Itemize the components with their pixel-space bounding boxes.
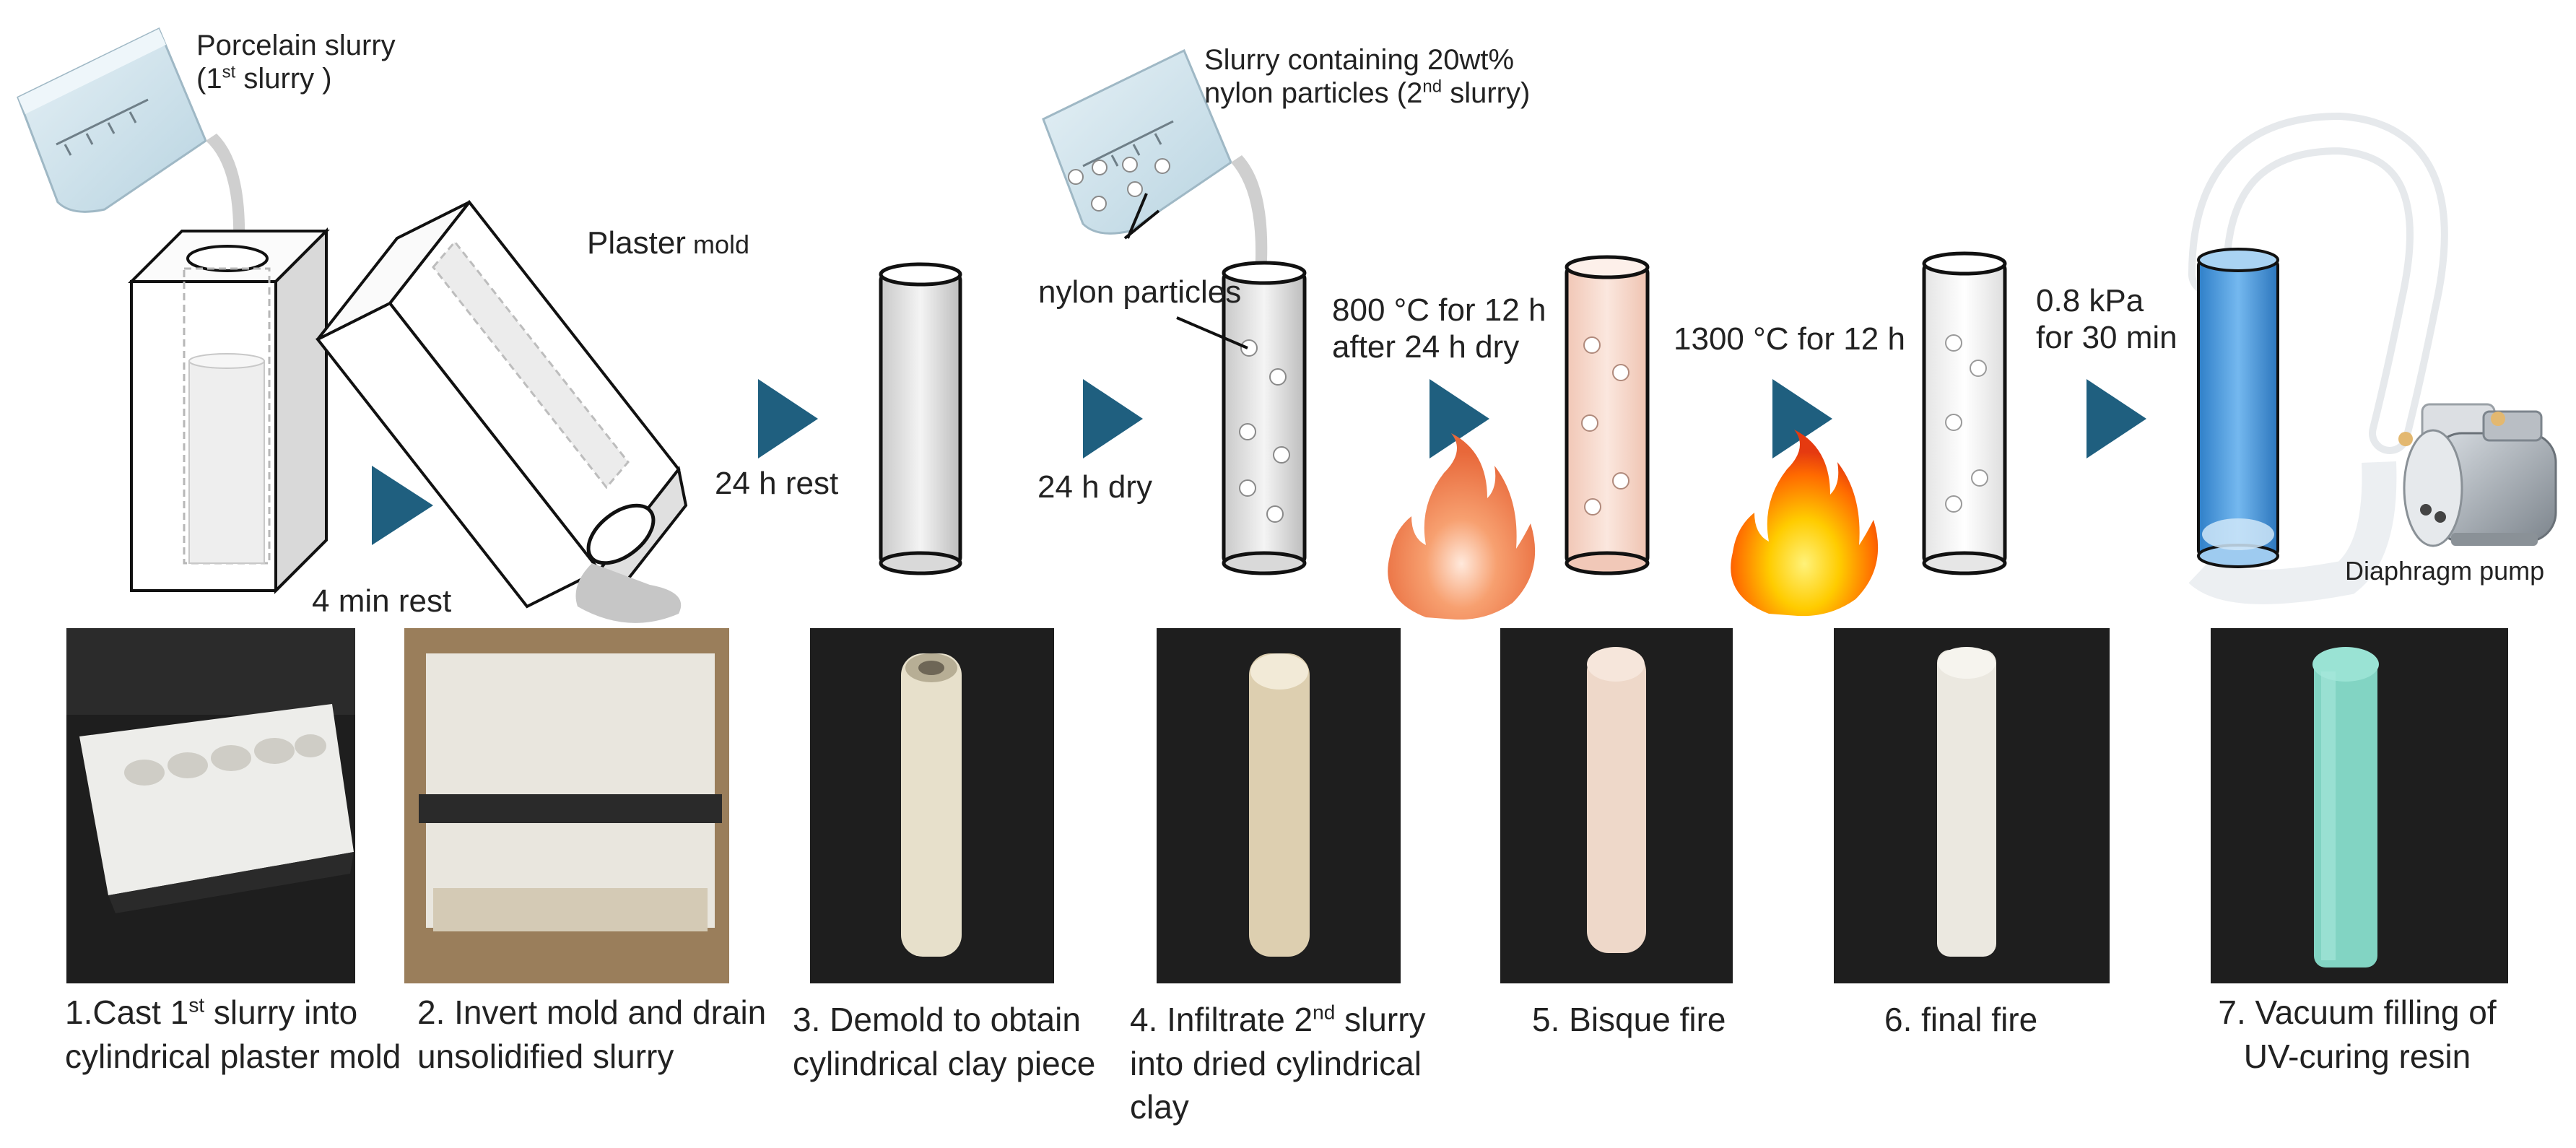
dry-24h-label: 24 h dry bbox=[1037, 469, 1152, 505]
slurry2-label: Slurry containing 20wt% nylon particles … bbox=[1204, 44, 1531, 109]
photo-7 bbox=[2211, 628, 2508, 983]
inverted-mold-icon bbox=[315, 199, 688, 623]
step-7-caption: 7. Vacuum filling of UV-curing resin bbox=[2218, 993, 2497, 1075]
clay-tube-icon bbox=[879, 262, 962, 575]
photo-5 bbox=[1500, 628, 1733, 983]
photo-6 bbox=[1834, 628, 2110, 983]
process-arrow-icon bbox=[372, 379, 2146, 545]
step-1-caption: 1.Cast 1st slurry into cylindrical plast… bbox=[65, 993, 401, 1075]
nylon-particles-label: nylon particles bbox=[1038, 274, 1242, 310]
infiltrated-tube-icon bbox=[1123, 193, 1307, 575]
photo-1 bbox=[66, 628, 355, 983]
rest-4min-label: 4 min rest bbox=[312, 583, 452, 619]
fired-tube-icon bbox=[1922, 251, 2007, 575]
diaphragm-pump-icon bbox=[2398, 403, 2557, 547]
final-fire-condition-label: 1300 °C for 12 h bbox=[1674, 321, 1905, 357]
slurry1-label: Porcelain slurry (1st slurry ) bbox=[196, 30, 396, 95]
bisque-condition-label: 800 °C for 12 h after 24 h dry bbox=[1332, 292, 1546, 365]
plaster-mold-icon bbox=[128, 227, 330, 594]
step-6-caption: 6. final fire bbox=[1884, 1001, 2038, 1038]
flame-icon-final bbox=[1731, 430, 1879, 617]
diaphragm-pump-label: Diaphragm pump bbox=[2345, 556, 2545, 586]
photo-4 bbox=[1157, 628, 1401, 983]
photo-2 bbox=[404, 628, 729, 983]
pouring-beaker-icon bbox=[17, 27, 245, 260]
flame-icon-bisque bbox=[1388, 433, 1536, 620]
vacuum-condition-label: 0.8 kPa for 30 min bbox=[2036, 283, 2177, 355]
step-2-caption: 2. Invert mold and drain unsolidified sl… bbox=[417, 993, 767, 1075]
step-3-caption: 3. Demold to obtain cylindrical clay pie… bbox=[793, 1001, 1096, 1082]
step-5-caption: 5. Bisque fire bbox=[1532, 1001, 1726, 1038]
vacuum-tube-icon bbox=[2188, 112, 2448, 604]
rest-24h-label: 24 h rest bbox=[715, 466, 839, 501]
photo-3 bbox=[810, 628, 1054, 983]
pouring-beaker-2-icon bbox=[1042, 48, 1268, 274]
plaster-mold-label: Plaster mold bbox=[587, 225, 749, 261]
bisque-tube-icon bbox=[1565, 255, 1650, 575]
step-4-caption: 4. Infiltrate 2nd slurry into dried cyli… bbox=[1130, 1001, 1426, 1126]
